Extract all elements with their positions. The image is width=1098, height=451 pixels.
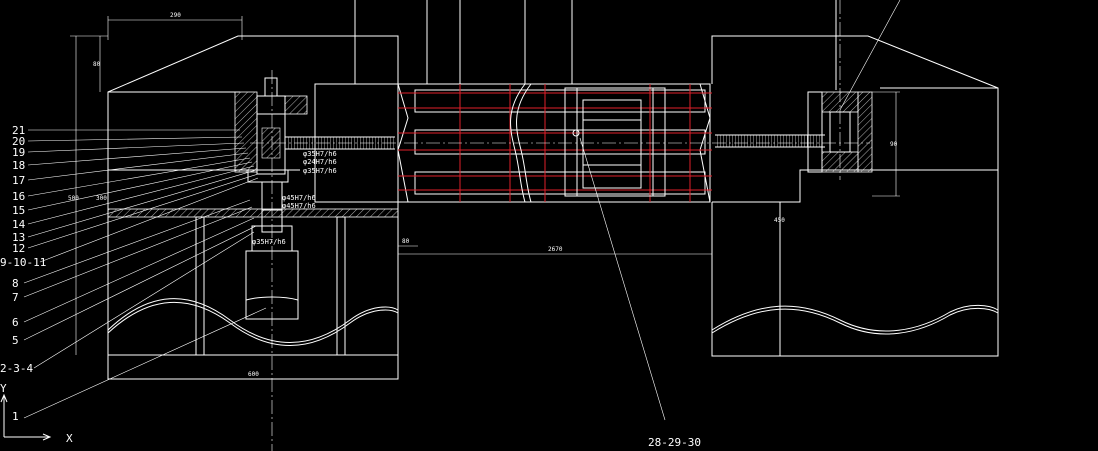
dim-450: 450 xyxy=(774,217,785,224)
dim-80b: 80 xyxy=(402,238,410,245)
dim-600: 600 xyxy=(248,371,259,378)
part-label-7: 7 xyxy=(12,291,19,304)
right-bearing-assembly xyxy=(807,0,873,180)
axis-y-label: Y xyxy=(0,382,7,395)
left-support-frame xyxy=(107,35,399,380)
part-label-16: 16 xyxy=(12,190,25,203)
fit-label-5: φ35H7/h6 xyxy=(252,238,286,246)
part-label-13: 13 xyxy=(12,231,25,244)
part-label-14: 14 xyxy=(12,218,26,231)
right-support-frame xyxy=(711,35,999,357)
left-dimensions: 290 80 500 600 xyxy=(68,12,398,380)
part-label-15: 15 xyxy=(12,204,25,217)
part-label-12: 12 xyxy=(12,242,25,255)
part-label-5: 5 xyxy=(12,334,19,347)
fit-label-0: φ35H7/h6 xyxy=(303,150,337,158)
part-label-17: 17 xyxy=(12,174,25,187)
part-label-9-10-11: 9-10-11 xyxy=(0,256,46,269)
part-label-19: 19 xyxy=(12,146,25,159)
dim-90: 90 xyxy=(890,141,898,148)
part-label-1: 1 xyxy=(12,410,19,423)
part-label-2-3-4: 2-3-4 xyxy=(0,362,33,375)
part-label-8: 8 xyxy=(12,277,19,290)
dim-500: 500 xyxy=(68,195,79,202)
right-dimensions: 90 450 80 2670 300 xyxy=(96,91,900,260)
part-label-20: 20 xyxy=(12,135,25,148)
part-label-18: 18 xyxy=(12,159,25,172)
center-body xyxy=(314,0,712,203)
fit-label-2: φ35H7/h6 xyxy=(303,167,337,175)
fit-label-1: φ24H7/h6 xyxy=(303,158,337,166)
left-bearing-assembly xyxy=(234,70,308,451)
dim-290: 290 xyxy=(170,12,181,19)
fit-annotations: φ35H7/h6 φ24H7/h6 φ35H7/h6 φ45H7/h6 φ45H… xyxy=(252,150,337,246)
axis-x-label: X xyxy=(66,432,73,445)
part-label-6: 6 xyxy=(12,316,19,329)
dim-2670: 2670 xyxy=(548,246,563,253)
ucs-axis-icon: X Y xyxy=(0,382,73,445)
part-label-28-29-30: 28-29-30 xyxy=(648,436,701,449)
fit-label-4: φ45H7/h6 xyxy=(282,202,316,210)
dim-80: 80 xyxy=(93,61,101,68)
part-labels: 21 20 19 18 17 16 15 14 13 12 9-10-11 8 … xyxy=(0,124,701,449)
leader-lines xyxy=(23,0,901,421)
dim-300: 300 xyxy=(96,195,107,202)
lead-screw xyxy=(250,134,870,150)
fit-label-3: φ45H7/h6 xyxy=(282,194,316,202)
part-label-21: 21 xyxy=(12,124,25,137)
